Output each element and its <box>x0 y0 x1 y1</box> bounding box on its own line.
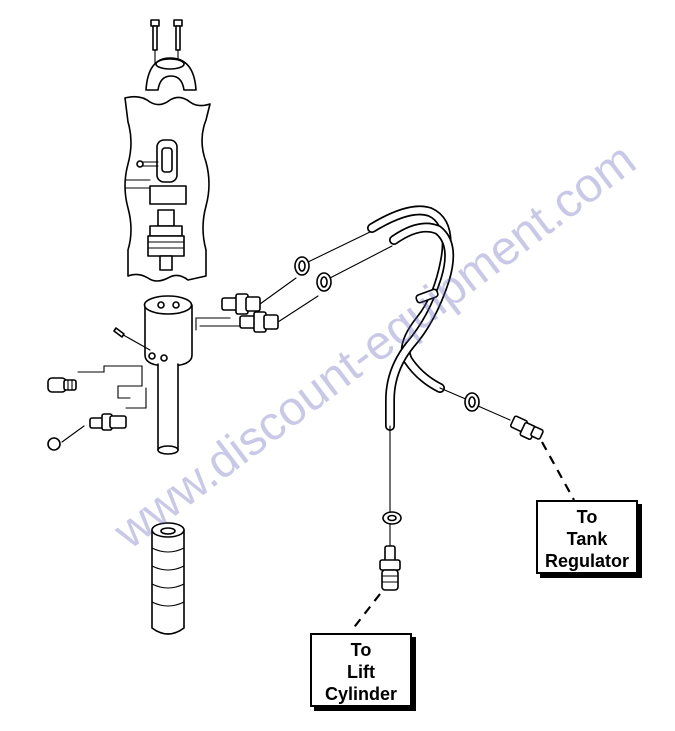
bleed-fitting <box>47 413 127 451</box>
valve-cartridge <box>147 209 185 271</box>
hose-clamp-lower <box>316 272 332 292</box>
screw-left <box>150 19 160 51</box>
hose-fitting-upper <box>221 277 297 315</box>
handle-shaft <box>157 363 179 455</box>
tank-regulator-label: To Tank Regulator <box>536 500 638 574</box>
valve-lever <box>136 139 178 183</box>
screw-right <box>173 19 183 51</box>
handle-cap <box>145 57 197 91</box>
grip-sleeve <box>151 522 185 635</box>
tank-label-line-1: To <box>576 507 598 527</box>
cap-plug <box>47 377 77 393</box>
valve-spacer <box>149 185 187 205</box>
tank-label-line-2: Tank <box>566 529 608 549</box>
valve-body <box>143 295 193 367</box>
lift-callout-line <box>351 593 381 631</box>
lift-cylinder-label: To Lift Cylinder <box>310 633 412 707</box>
hose-sleeve <box>415 288 439 304</box>
lift-label-line-2: Lift <box>347 662 375 682</box>
hose-to-lift <box>385 222 455 431</box>
lift-hose-clamp <box>382 511 402 525</box>
tank-callout-line <box>541 441 575 501</box>
lift-fitting <box>379 545 401 591</box>
tank-hose-clamp <box>464 392 480 412</box>
tank-fitting <box>509 415 544 441</box>
set-screw <box>113 327 125 338</box>
hose-clamp-upper <box>294 256 310 276</box>
lift-label-line-1: To <box>350 640 372 660</box>
lift-label-line-3: Cylinder <box>324 684 398 704</box>
mounting-screws <box>150 19 183 65</box>
tank-label-line-3: Regulator <box>544 551 629 571</box>
hose-fitting-lower <box>239 295 319 333</box>
